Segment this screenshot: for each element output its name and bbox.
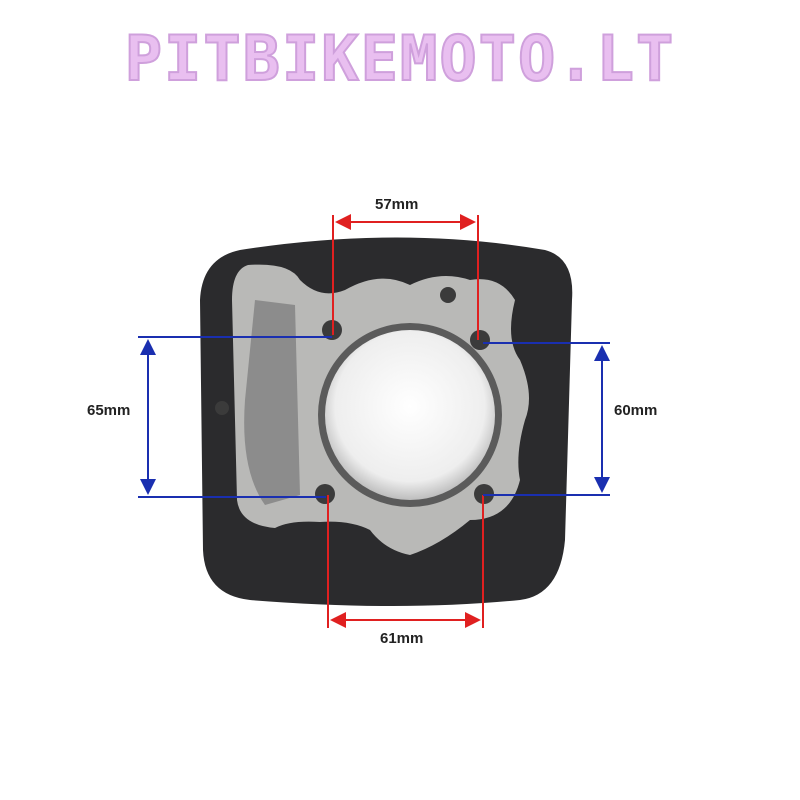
- transfer-port: [244, 300, 300, 505]
- blue-dimension-lines: [138, 336, 610, 498]
- watermark-logo: PITBIKEMOTO.LT: [124, 21, 676, 96]
- red-dimension-lines: [327, 214, 484, 628]
- dimension-label-65mm: 65mm: [87, 402, 131, 419]
- bolt-holes: [215, 287, 494, 504]
- dimension-label-61mm: 61mm: [380, 630, 424, 647]
- bore: [325, 330, 495, 500]
- dimension-label-57mm: 57mm: [375, 196, 419, 213]
- dimension-label-60mm: 60mm: [614, 402, 658, 419]
